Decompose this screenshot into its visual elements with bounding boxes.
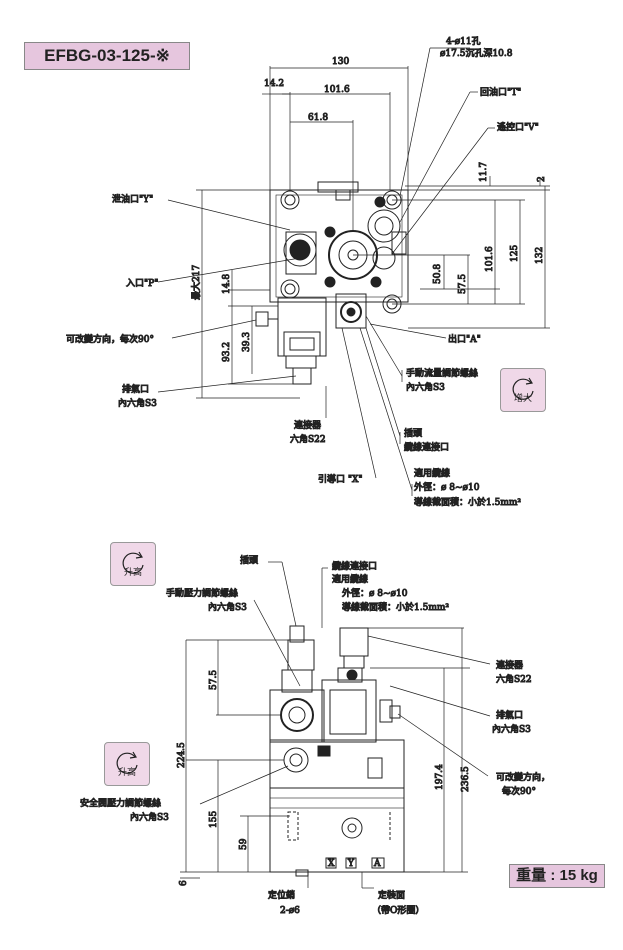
dim-r101-6: 101.6 xyxy=(485,246,495,272)
pin-label-a: 定位銷 xyxy=(268,889,295,901)
return-t-label: 回油口"T" xyxy=(480,86,521,98)
press-adj-label-a: 手動壓力調節螺絲 xyxy=(166,587,238,599)
side-dim-59: 59 xyxy=(239,838,249,850)
side-dim-197-4: 197.4 xyxy=(435,764,445,790)
side-vent-label-a: 排氣口 xyxy=(496,709,523,721)
model-label: EFBG-03-125-※ xyxy=(24,42,190,70)
holes-label-b: ø17.5沉孔深10.8 xyxy=(440,48,513,59)
dir-change-label: 可改變方向，每次90° xyxy=(66,333,154,345)
plug-label-a: 插頭 xyxy=(404,427,422,439)
drain-y-label: 泄油口"Y" xyxy=(112,193,153,205)
rotate-icon xyxy=(116,751,138,774)
dim-max217: 最大217 xyxy=(190,265,202,300)
side-plug xyxy=(287,639,315,671)
dim-2: 2 xyxy=(537,176,547,182)
side-view: 插頭 手動壓力調節螺絲 內六角S3 纜線連接口 適用纜線 外徑：ø 8~ø10 … xyxy=(80,554,551,917)
dim-93-2: 93.2 xyxy=(222,342,232,362)
mount-label-b: （帶O形圈） xyxy=(372,904,424,916)
side-dim-236-5: 236.5 xyxy=(461,766,471,792)
side-cable-label-b: 外徑：ø 8~ø10 xyxy=(342,587,408,599)
safety-label-a: 安全閥壓力調節螺絲 xyxy=(80,797,161,809)
side-dir-label-a: 可改變方向， xyxy=(496,771,550,783)
cable-label-a: 適用纜線 xyxy=(414,467,450,479)
dim-14-2: 14.2 xyxy=(264,79,284,89)
safety-label-b: 內六角S3 xyxy=(130,811,169,823)
flow-adj-label-b: 內六角S3 xyxy=(406,381,445,393)
vent-label-a: 排氣口 xyxy=(122,383,149,395)
holes-label-a: 4-ø11孔 xyxy=(446,36,481,47)
dim-130: 130 xyxy=(332,57,349,67)
inlet-p-label: 入口"P" xyxy=(126,278,158,289)
raise-left-button-label: 升高 xyxy=(117,768,136,778)
side-cable-label-a: 適用纜線 xyxy=(332,573,368,585)
cable-port-label: 纜線連接口 xyxy=(332,560,377,572)
side-dim-6: 6 xyxy=(179,880,189,886)
side-conn-label-b: 六角S22 xyxy=(496,673,532,685)
side-conn-label-a: 連接器 xyxy=(496,659,523,671)
dim-39-3: 39.3 xyxy=(242,332,252,352)
dim-61-8: 61.8 xyxy=(308,113,328,123)
port-a-label: A xyxy=(373,859,381,869)
enlarge-button[interactable]: 增大 xyxy=(500,368,546,412)
pilot-x-label: 引導口 "X" xyxy=(318,473,363,485)
port-x-label: X xyxy=(328,859,335,869)
side-dim-224-5: 224.5 xyxy=(177,742,187,768)
raise-top-button-label: 升高 xyxy=(123,568,142,578)
solenoid xyxy=(277,297,327,357)
enlarge-button-label: 增大 xyxy=(513,394,532,404)
dim-125: 125 xyxy=(510,245,520,262)
cable-label-c: 導線截面積：小於1.5mm² xyxy=(414,496,521,508)
press-adj-label-b: 內六角S3 xyxy=(208,601,247,613)
dim-50-8: 50.8 xyxy=(433,264,443,284)
conn-label-b: 六角S22 xyxy=(290,433,326,445)
remote-v-label: 遙控口"V" xyxy=(497,121,539,133)
raise-top-button[interactable]: 升高 xyxy=(110,542,156,586)
plug xyxy=(255,311,269,327)
rotate-icon xyxy=(512,377,534,400)
pin-label-b: 2-ø6 xyxy=(280,906,300,916)
side-dim-155: 155 xyxy=(209,811,219,828)
dim-11-7: 11.7 xyxy=(479,162,489,182)
rotate-icon xyxy=(122,551,144,574)
conn-label-a: 連接器 xyxy=(294,419,321,431)
side-connector xyxy=(339,627,369,657)
port-y-label: Y xyxy=(347,859,355,869)
dim-14-8: 14.8 xyxy=(222,274,232,294)
plug-label-b: 纜線連接口 xyxy=(404,441,449,453)
side-plug-label: 插頭 xyxy=(240,554,258,566)
dim-57-5: 57.5 xyxy=(458,274,468,294)
top-view: 4-ø11孔 ø17.5沉孔深10.8 130 14.2 101.6 61.8 … xyxy=(66,36,550,509)
cable-label-b: 外徑：ø 8~ø10 xyxy=(414,481,480,493)
outlet-a-label: 出口"A" xyxy=(448,333,481,345)
raise-left-button[interactable]: 升高 xyxy=(104,742,150,786)
weight-label: 重量 : 15 kg xyxy=(509,864,605,888)
side-dim-57-5: 57.5 xyxy=(209,670,219,690)
side-dir-label-b: 每次90° xyxy=(502,785,536,797)
side-cable-label-c: 導線截面積：小於1.5mm² xyxy=(342,601,449,613)
vent-label-b: 內六角S3 xyxy=(118,397,157,409)
side-vent-label-b: 內六角S3 xyxy=(492,723,531,735)
flow-adj-label-a: 手動流量調節螺絲 xyxy=(406,367,478,379)
dim-101-6: 101.6 xyxy=(324,85,350,95)
mount-label-a: 定裝面 xyxy=(378,889,405,901)
dim-132: 132 xyxy=(535,247,545,264)
